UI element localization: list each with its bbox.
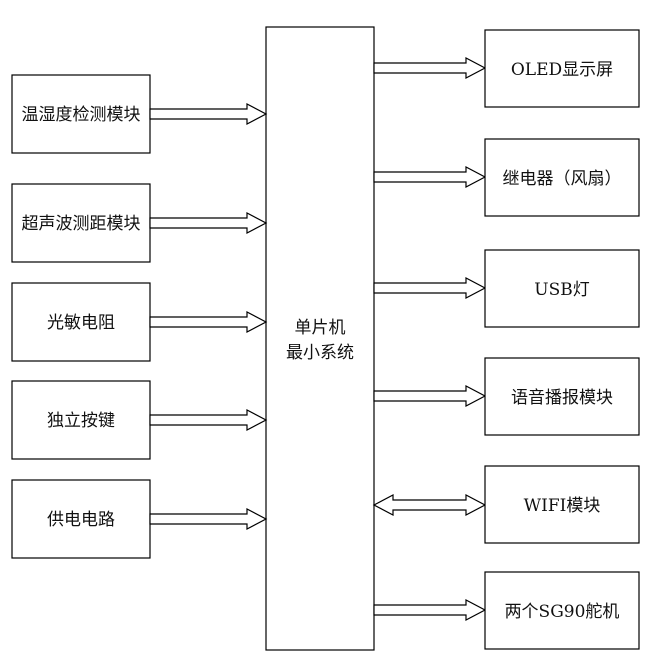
- output-label: WIFI模块: [524, 496, 601, 516]
- output-module-servos: 两个SG90舵机: [373, 571, 640, 650]
- arrow-right-icon: [149, 508, 268, 530]
- input-label: 供电电路: [47, 510, 115, 530]
- input-module-temp-humidity: 温湿度检测模块: [11, 74, 268, 154]
- arrow-right-icon: [149, 311, 268, 333]
- output-label: 两个SG90舵机: [505, 602, 620, 622]
- output-label: 继电器（风扇）: [503, 169, 622, 189]
- input-module-power: 供电电路: [11, 479, 268, 559]
- arrow-right-icon: [373, 385, 487, 407]
- mcu-box: [265, 26, 375, 651]
- mcu-label-line2: 最小系统: [286, 343, 354, 363]
- output-module-oled: OLED显示屏: [373, 29, 640, 108]
- output-box: [484, 465, 640, 544]
- output-module-wifi: WIFI模块: [372, 465, 640, 544]
- input-label: 超声波测距模块: [22, 214, 141, 234]
- mcu-block: 单片机 最小系统: [265, 26, 375, 651]
- input-box: [11, 183, 151, 263]
- input-box: [11, 74, 151, 154]
- double-arrow-icon: [372, 494, 487, 516]
- output-box: [484, 249, 640, 328]
- arrow-right-icon: [149, 212, 268, 234]
- output-module-voice: 语音播报模块: [373, 357, 640, 436]
- input-module-photoresistor: 光敏电阻: [11, 282, 268, 362]
- output-label: USB灯: [534, 280, 589, 300]
- output-module-usb-light: USB灯: [373, 249, 640, 328]
- input-box: [11, 380, 151, 460]
- arrow-right-icon: [373, 599, 487, 621]
- arrow-right-icon: [373, 277, 487, 299]
- mcu-label-line1: 单片机: [295, 318, 346, 338]
- output-label: 语音播报模块: [511, 388, 613, 408]
- output-box: [484, 138, 640, 217]
- output-module-relay-fan: 继电器（风扇）: [373, 138, 640, 217]
- arrow-right-icon: [149, 409, 268, 431]
- input-label: 独立按键: [47, 411, 115, 431]
- input-box: [11, 479, 151, 559]
- input-module-buttons: 独立按键: [11, 380, 268, 460]
- output-label: OLED显示屏: [511, 60, 613, 80]
- arrow-right-icon: [149, 103, 268, 125]
- arrow-right-icon: [373, 166, 487, 188]
- input-module-ultrasonic: 超声波测距模块: [11, 183, 268, 263]
- arrow-right-icon: [373, 57, 487, 79]
- output-box: [484, 357, 640, 436]
- output-box: [484, 29, 640, 108]
- input-label: 光敏电阻: [47, 313, 115, 333]
- output-box: [484, 571, 640, 650]
- input-label: 温湿度检测模块: [22, 105, 141, 125]
- input-box: [11, 282, 151, 362]
